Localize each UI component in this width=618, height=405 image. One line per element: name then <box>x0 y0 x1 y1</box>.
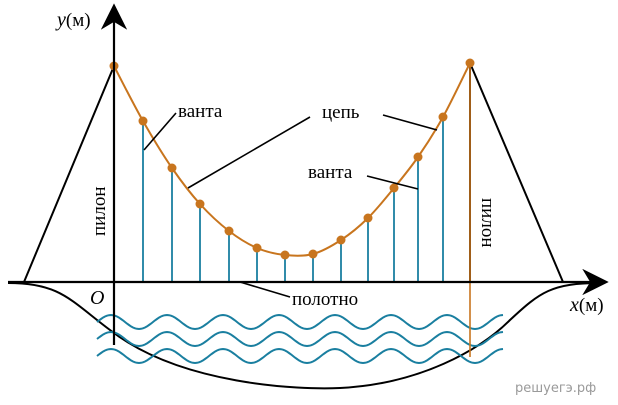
chain-node-3 <box>167 163 177 173</box>
chain-node-9 <box>336 235 346 245</box>
leader-chain-right <box>382 114 438 131</box>
leader-deck <box>239 281 291 298</box>
chain-label: цепь <box>322 102 360 123</box>
chain-node-13 <box>438 112 448 122</box>
pylon-left-label: пилон <box>89 187 110 237</box>
leader-chain-left <box>187 116 311 189</box>
leader-vanta-left <box>143 112 177 151</box>
chain-node-14 <box>465 58 475 68</box>
right-pylon-outline <box>469 62 564 283</box>
wave-1 <box>96 313 504 331</box>
chain-node-5 <box>224 226 234 236</box>
left-pylon-outline <box>23 65 115 283</box>
watermark: решуегэ.рф <box>515 381 596 396</box>
chain-node-11 <box>389 183 399 193</box>
pylon-right-label: пилон <box>477 198 498 248</box>
wave-3 <box>96 347 504 365</box>
leader-vanta-right <box>366 175 419 190</box>
chain-node-12 <box>413 152 423 162</box>
y-axis-label: y(м) <box>55 9 91 31</box>
riverbed <box>7 282 601 390</box>
vanta-left-label: ванта <box>178 101 223 122</box>
x-axis-label: x(м) <box>569 294 604 316</box>
vanta-right-label: ванта <box>308 162 353 183</box>
wave-2 <box>96 330 504 348</box>
chain-node-6 <box>252 243 262 253</box>
chain-nodes <box>109 58 475 260</box>
origin-label: O <box>90 287 104 309</box>
chain-node-8 <box>308 249 318 259</box>
chain-node-10 <box>363 213 373 223</box>
chain-node-7 <box>280 250 290 260</box>
deck-label: полотно <box>292 289 358 310</box>
water-waves <box>96 313 504 365</box>
cables <box>142 117 444 282</box>
chain-node-2 <box>138 116 148 126</box>
chain-node-4 <box>195 199 205 209</box>
